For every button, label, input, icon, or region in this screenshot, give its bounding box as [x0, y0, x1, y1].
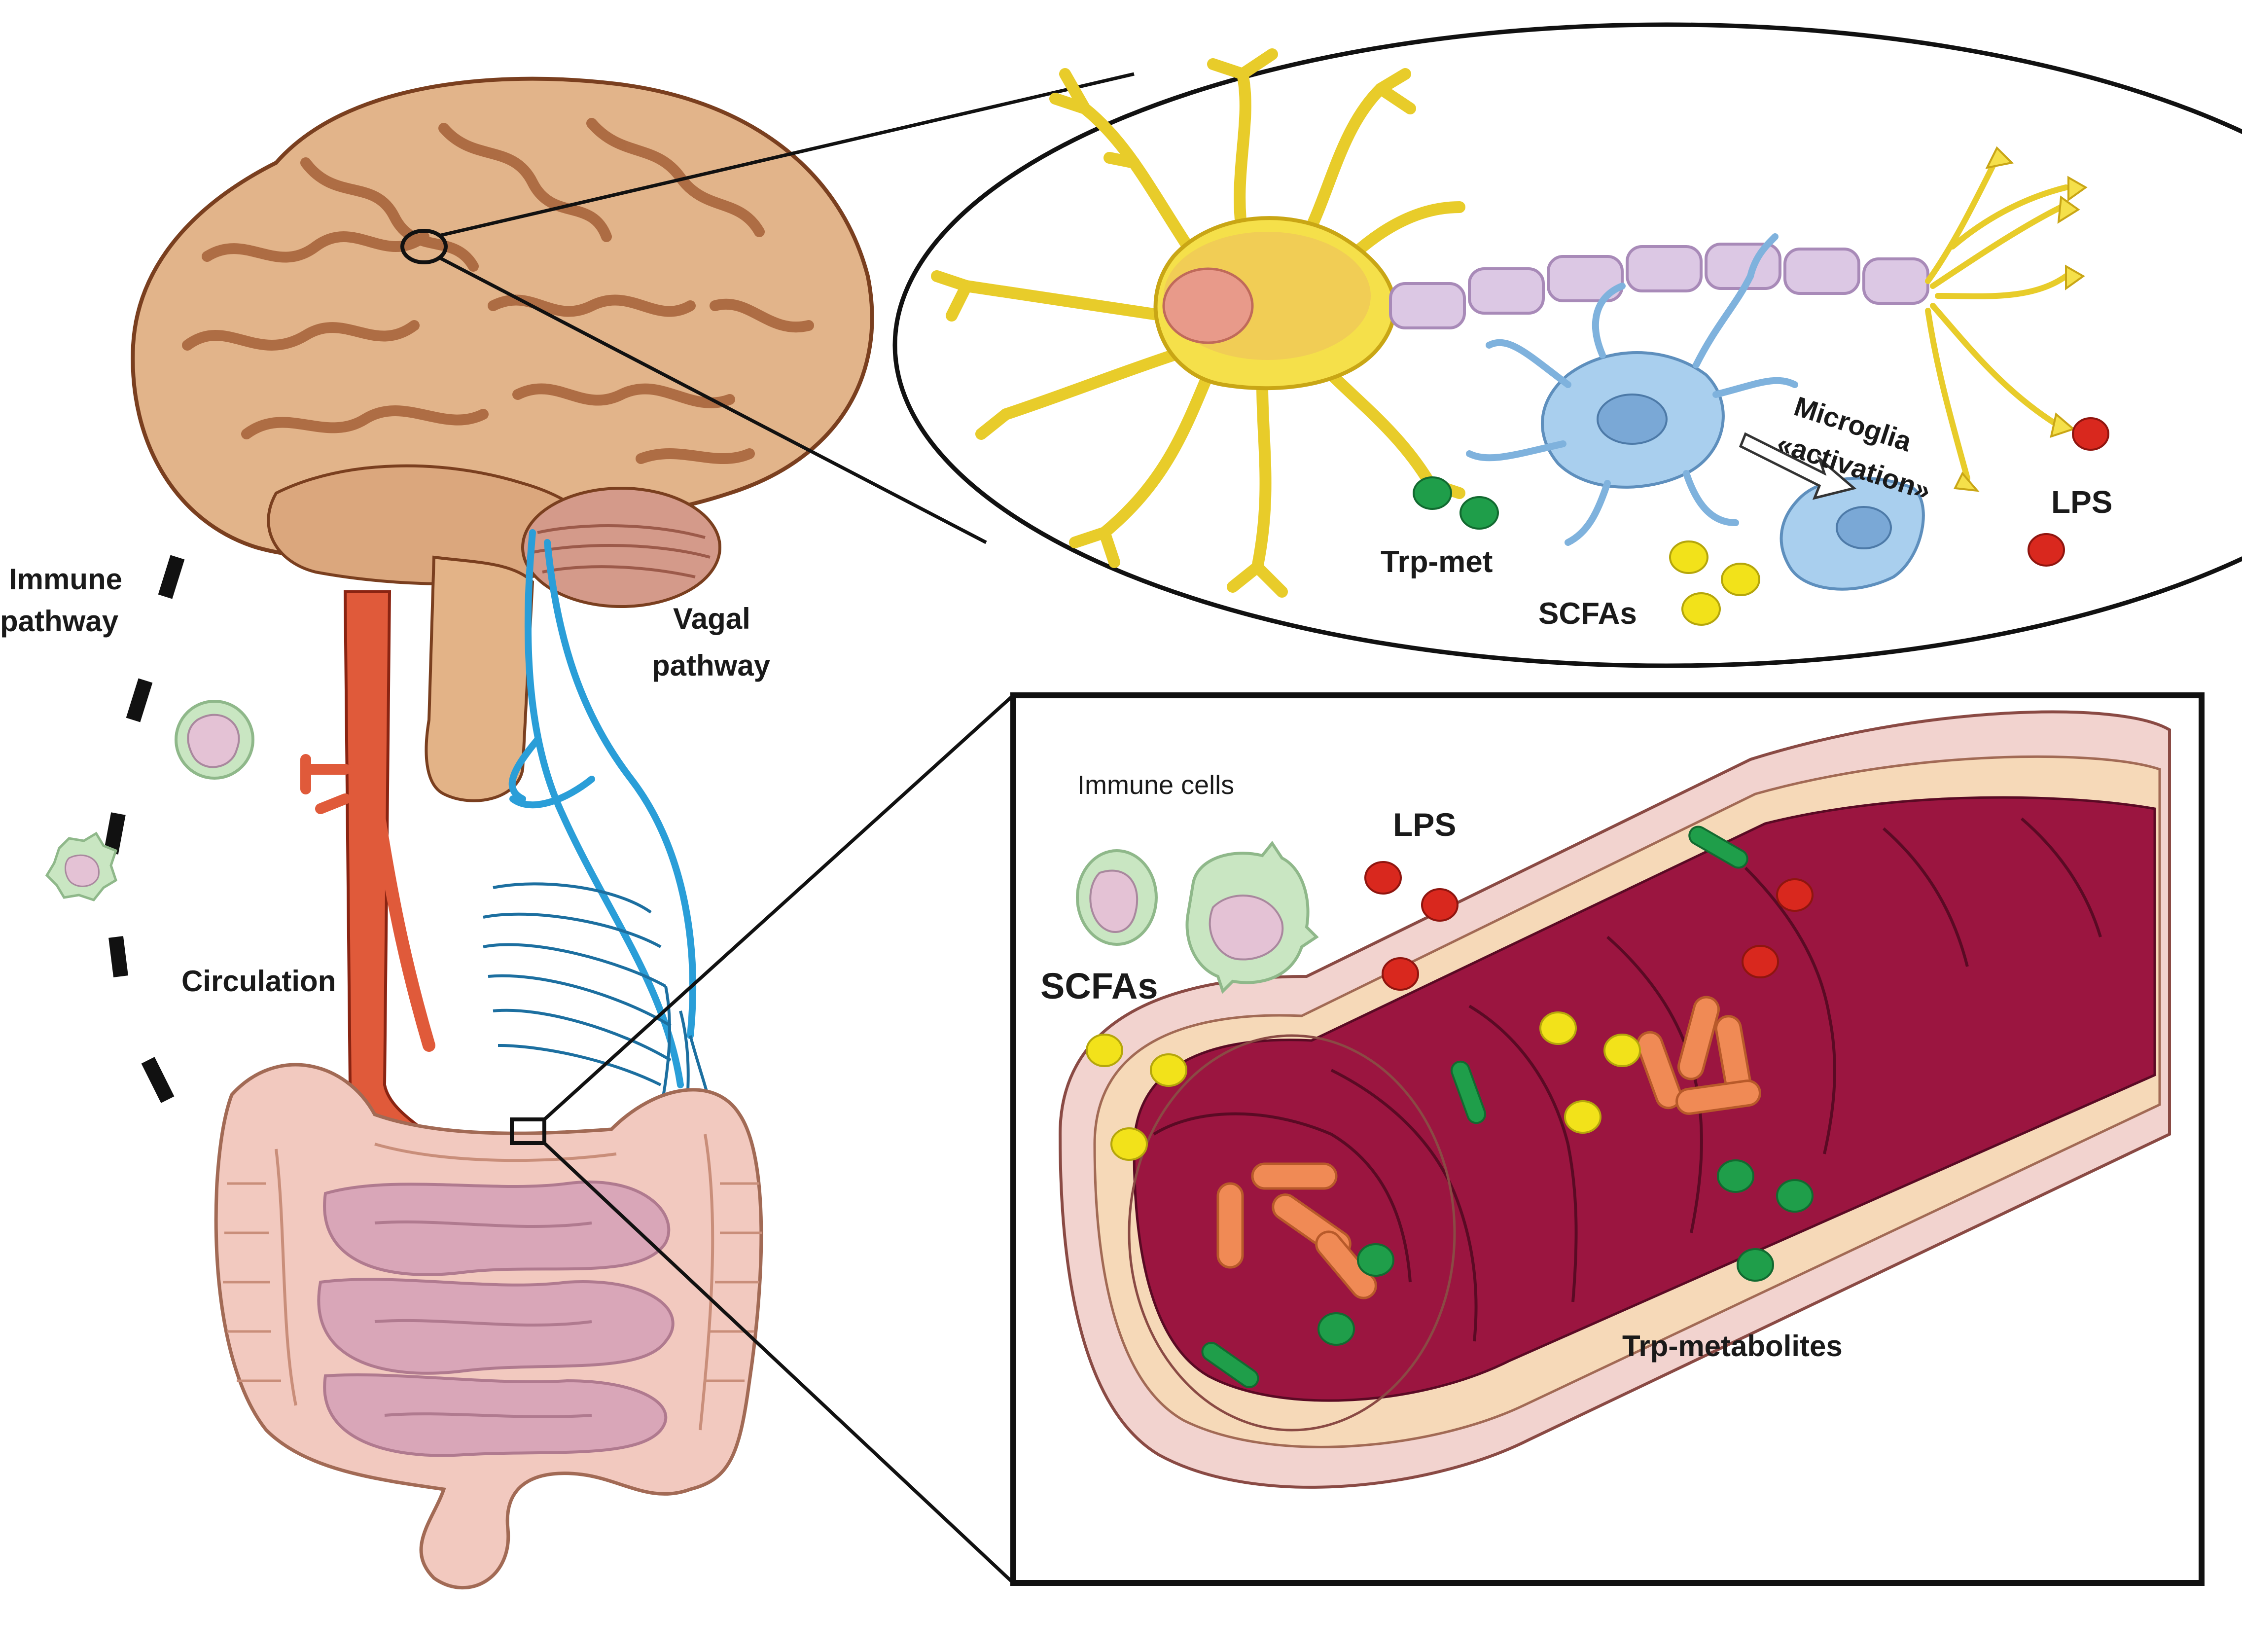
immune-cell-spiky-gut — [1185, 840, 1319, 994]
immune-cell-round-left — [175, 700, 254, 780]
axon-terminals — [1925, 155, 2069, 481]
microglia-activation-arrow — [1739, 432, 1857, 500]
neuron-nucleus — [1162, 267, 1254, 344]
brain-zoom-circle — [400, 229, 448, 264]
immune-cell-round-gut — [1076, 849, 1158, 946]
label-lps-brain: LPS — [2051, 484, 2112, 520]
brainstem — [425, 555, 534, 802]
label-vagal-pathway-line1: Vagal — [673, 602, 750, 635]
gut-folds — [1153, 817, 2102, 1342]
vagus-nerve — [508, 529, 696, 1088]
label-immune-pathway-line1: Immune — [9, 563, 122, 596]
scfa-dots-brain — [1669, 540, 1760, 626]
brain-zoom-lines — [438, 72, 1135, 544]
label-immune-cells: Immune cells — [1077, 770, 1234, 800]
small-intestine — [317, 1180, 675, 1457]
trp-dots-gut — [1317, 1159, 1814, 1346]
trp-met-dots — [1413, 476, 1499, 530]
label-scfas-brain: SCFAs — [1538, 597, 1637, 631]
gut-zoom-lines — [543, 694, 1015, 1584]
label-circulation: Circulation — [181, 965, 336, 998]
gut-cross-section — [1058, 710, 2171, 1489]
microglia-ramified — [1466, 233, 1798, 546]
scfa-dots-gut — [1086, 1011, 1641, 1161]
cerebellum — [521, 487, 721, 608]
neuron — [931, 48, 2088, 598]
immune-pathway-dashes — [104, 555, 185, 1103]
trp-rods — [1201, 826, 1748, 1388]
brain — [131, 76, 874, 802]
lps-dots-gut — [1364, 861, 1814, 991]
microglia-activated — [1779, 476, 1925, 591]
myelinated-axon — [1389, 243, 1929, 329]
circulation-artery — [300, 590, 438, 1141]
label-vagal-pathway-line2: pathway — [652, 649, 771, 682]
label-trp-metabolites: Trp-metabolites — [1622, 1329, 1843, 1363]
bacteria — [1216, 996, 1761, 1299]
axon-terminal-buttons — [1953, 146, 2088, 492]
label-trp-met: Trp-met — [1381, 545, 1493, 579]
cerebellum-folds — [532, 524, 711, 578]
gut-zoom-square — [510, 1117, 546, 1145]
lps-dots-brain — [2028, 417, 2109, 567]
label-lps-gut: LPS — [1393, 806, 1456, 843]
gut-cut-face — [1128, 1034, 1456, 1432]
label-immune-pathway-line2: pathway — [0, 605, 119, 638]
label-scfas-gut: SCFAs — [1040, 966, 1158, 1006]
immune-cell-spiky-left — [45, 831, 118, 901]
